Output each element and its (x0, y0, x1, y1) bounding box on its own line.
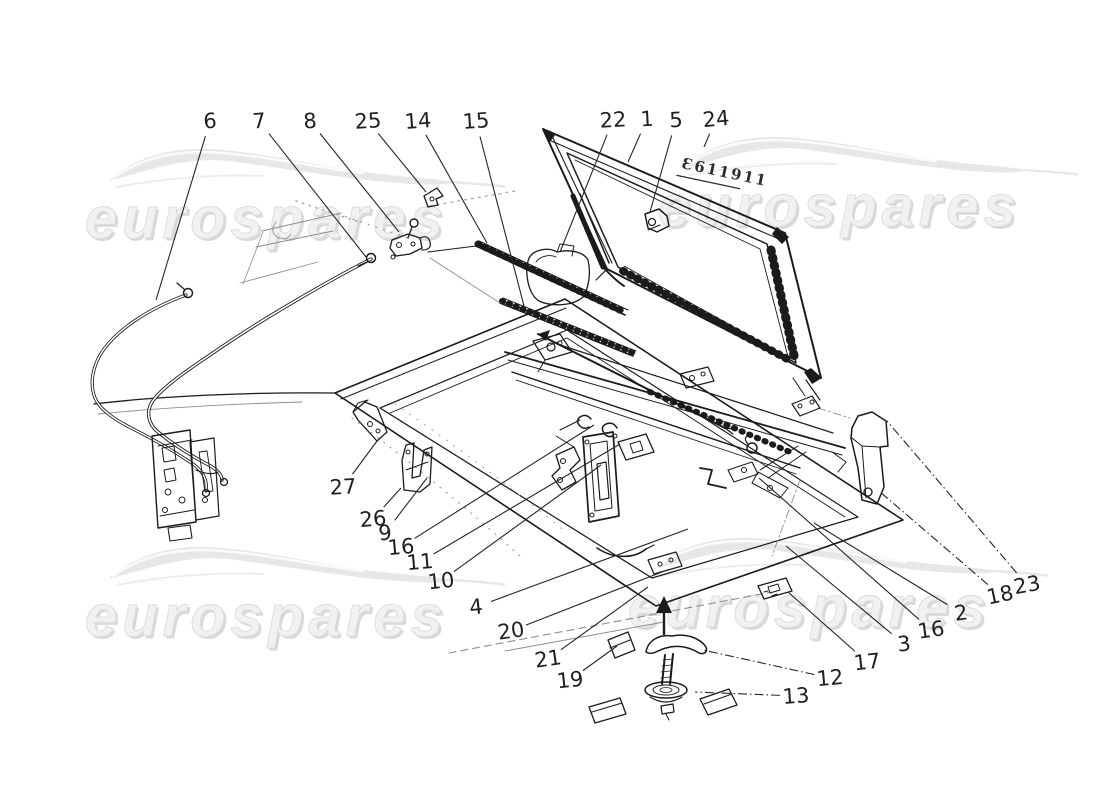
part-label-3: 3 (896, 631, 912, 656)
latch-assembly-drawing (551, 414, 683, 575)
part-label-18: 18 (984, 580, 1015, 609)
leader-line-18 (878, 490, 989, 585)
leader-line-24 (703, 133, 711, 148)
rubber-pads-drawing (588, 631, 738, 724)
leader-line-14 (425, 134, 488, 244)
direction-arrow (656, 596, 672, 636)
part-label-8: 8 (302, 109, 317, 134)
windshield-cowl-drawing (427, 193, 637, 357)
bracket-27-26-drawing (352, 399, 433, 493)
bonnet-aperture-panel-drawing (334, 298, 904, 654)
hinge-crossmember-drawing (504, 330, 851, 557)
leader-line-5 (649, 135, 673, 213)
leader-line-16 (758, 477, 920, 620)
part-label-14: 14 (404, 108, 432, 134)
part-label-27: 27 (329, 474, 357, 499)
safety-catch-8-25-drawing (389, 187, 444, 260)
leader-line-16 (414, 424, 595, 539)
tee-bolt-drawing (644, 634, 708, 721)
part-label-16: 16 (916, 616, 946, 643)
leader-line-25 (377, 133, 427, 193)
part-label-20: 20 (496, 617, 526, 644)
leader-line-27 (352, 440, 378, 475)
release-latch-plates-drawing (151, 429, 220, 542)
leader-line-6 (155, 136, 206, 301)
part-label-1: 1 (640, 107, 655, 132)
leader-line-15 (479, 136, 525, 307)
leader-line-21 (560, 586, 649, 651)
part-label-12: 12 (816, 665, 845, 691)
drawing-number-underline (676, 174, 741, 190)
part-label-17: 17 (852, 649, 881, 676)
leader-line-20 (525, 569, 668, 626)
front-body-drawing (93, 190, 516, 415)
watermark-text-shadow: eurospares (88, 587, 451, 652)
watermark-text: eurospares (85, 584, 448, 649)
part-label-16: 16 (387, 534, 416, 560)
side-bracket-18-23-drawing (791, 395, 889, 505)
leader-line-3 (785, 545, 893, 635)
part-label-23: 23 (1012, 571, 1042, 599)
leader-line-13 (694, 691, 781, 696)
leader-line-2 (813, 522, 948, 606)
part-label-21: 21 (533, 645, 563, 672)
part-label-22: 22 (599, 107, 627, 132)
part-label-11: 11 (406, 549, 435, 575)
part-label-13: 13 (782, 683, 810, 709)
leader-line-1 (627, 133, 642, 163)
part-label-10: 10 (426, 568, 455, 595)
leader-line-9 (394, 477, 428, 521)
leader-line-10 (453, 464, 602, 573)
leader-line-17 (787, 591, 856, 652)
bonnet-assembly-drawing (90, 128, 904, 724)
leader-line-4 (490, 528, 689, 602)
leader-line-8 (319, 133, 400, 233)
part-label-6: 6 (202, 109, 217, 134)
leader-line-23 (886, 420, 1018, 574)
part-label-9: 9 (377, 520, 392, 545)
part-label-7: 7 (251, 109, 266, 134)
watermark-text-shadow: eurospares (661, 177, 1024, 242)
part-label-2: 2 (953, 600, 970, 626)
leader-line-7 (268, 133, 367, 258)
watermark-text-shadow: eurospares (631, 578, 994, 643)
part-label-19: 19 (555, 667, 584, 694)
part-label-25: 25 (354, 108, 382, 134)
part-label-5: 5 (669, 108, 684, 133)
leader-line-26 (383, 487, 402, 508)
part-label-26: 26 (359, 506, 388, 532)
watermark-text: eurospares (658, 174, 1021, 239)
leader-line-19 (582, 645, 618, 672)
leader-line-22 (559, 134, 608, 253)
striker-plate-17-drawing (757, 577, 793, 600)
part-label-4: 4 (468, 594, 484, 619)
release-cables-drawing (90, 252, 377, 498)
leader-line-layer (155, 133, 1018, 696)
leader-line-11 (433, 443, 621, 555)
part-label-15: 15 (462, 108, 490, 134)
leader-line-12 (702, 649, 815, 676)
watermark-text: eurospares (85, 186, 448, 251)
part-label-24: 24 (702, 106, 731, 132)
watermark-text-shadow: eurospares (88, 189, 451, 254)
